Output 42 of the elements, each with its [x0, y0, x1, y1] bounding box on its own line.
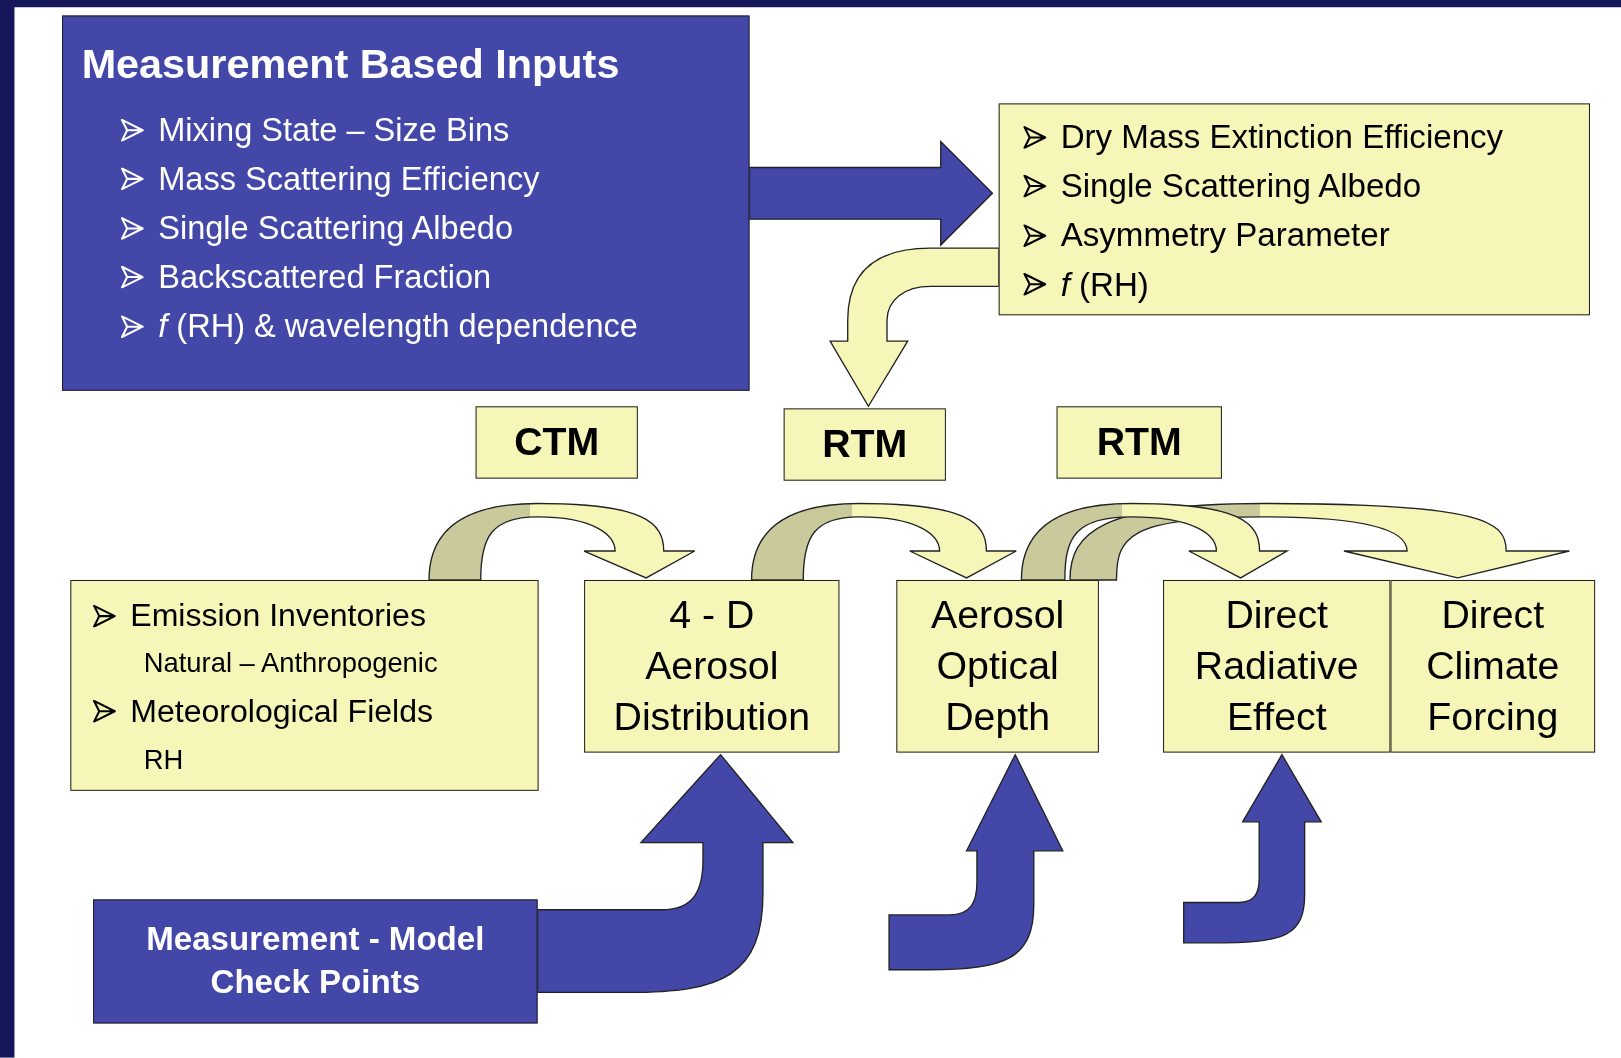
- bullet-text: f (RH): [1060, 265, 1149, 304]
- box-label: Direct Climate Forcing: [1425, 591, 1561, 741]
- curved-arrow: [536, 754, 794, 994]
- sub-text: Natural – Anthropogenic: [143, 646, 438, 679]
- process-box: [896, 579, 1099, 753]
- box-label: 4 - D Aerosol Distribution: [612, 591, 811, 741]
- curved-arrow: [829, 247, 1000, 407]
- bullet-text: Backscattered Fraction: [158, 258, 492, 297]
- bullet-text: Mixing State – Size Bins: [158, 110, 510, 150]
- model-label: [783, 408, 946, 481]
- input-panel: [62, 15, 750, 391]
- bullet-text: Single Scattering Albedo: [158, 209, 513, 248]
- curved-arrow: [888, 754, 1064, 971]
- box-label: Measurement - Model Check Points: [145, 919, 486, 1003]
- curved-arrow: [1069, 502, 1570, 581]
- box-label: CTM: [514, 419, 600, 466]
- model-label: [1056, 406, 1222, 479]
- panel-title: Measurement Based Inputs: [81, 39, 620, 87]
- process-box: [1390, 579, 1596, 753]
- bullet-text: f (RH) & wavelength dependence: [158, 307, 638, 346]
- checkpoint-panel: [93, 899, 538, 1024]
- box-label: Direct Radiative Effect: [1193, 591, 1360, 741]
- box-label: Aerosol Optical Depth: [930, 591, 1066, 741]
- sub-text: RH: [143, 743, 184, 776]
- box-label: RTM: [1096, 419, 1182, 466]
- bullet-text: Mass Scattering Efficiency: [158, 160, 540, 199]
- curved-arrow: [1020, 502, 1288, 581]
- block-arrow: [748, 140, 994, 247]
- input-panel: [70, 579, 539, 791]
- process-box: [1163, 579, 1391, 753]
- model-label: [475, 406, 638, 479]
- bullet-text: Emission Inventories: [130, 597, 426, 635]
- box-label: RTM: [822, 421, 908, 468]
- process-box: [584, 579, 840, 753]
- bullet-text: Dry Mass Extinction Efficiency: [1060, 118, 1504, 157]
- output-panel: [998, 103, 1590, 316]
- bullet-text: Asymmetry Parameter: [1060, 216, 1390, 255]
- bullet-text: Meteorological Fields: [130, 692, 434, 730]
- curved-arrow: [750, 502, 1017, 581]
- curved-arrow: [428, 502, 696, 581]
- bullet-text: Single Scattering Albedo: [1060, 167, 1422, 206]
- curved-arrow: [1183, 754, 1322, 944]
